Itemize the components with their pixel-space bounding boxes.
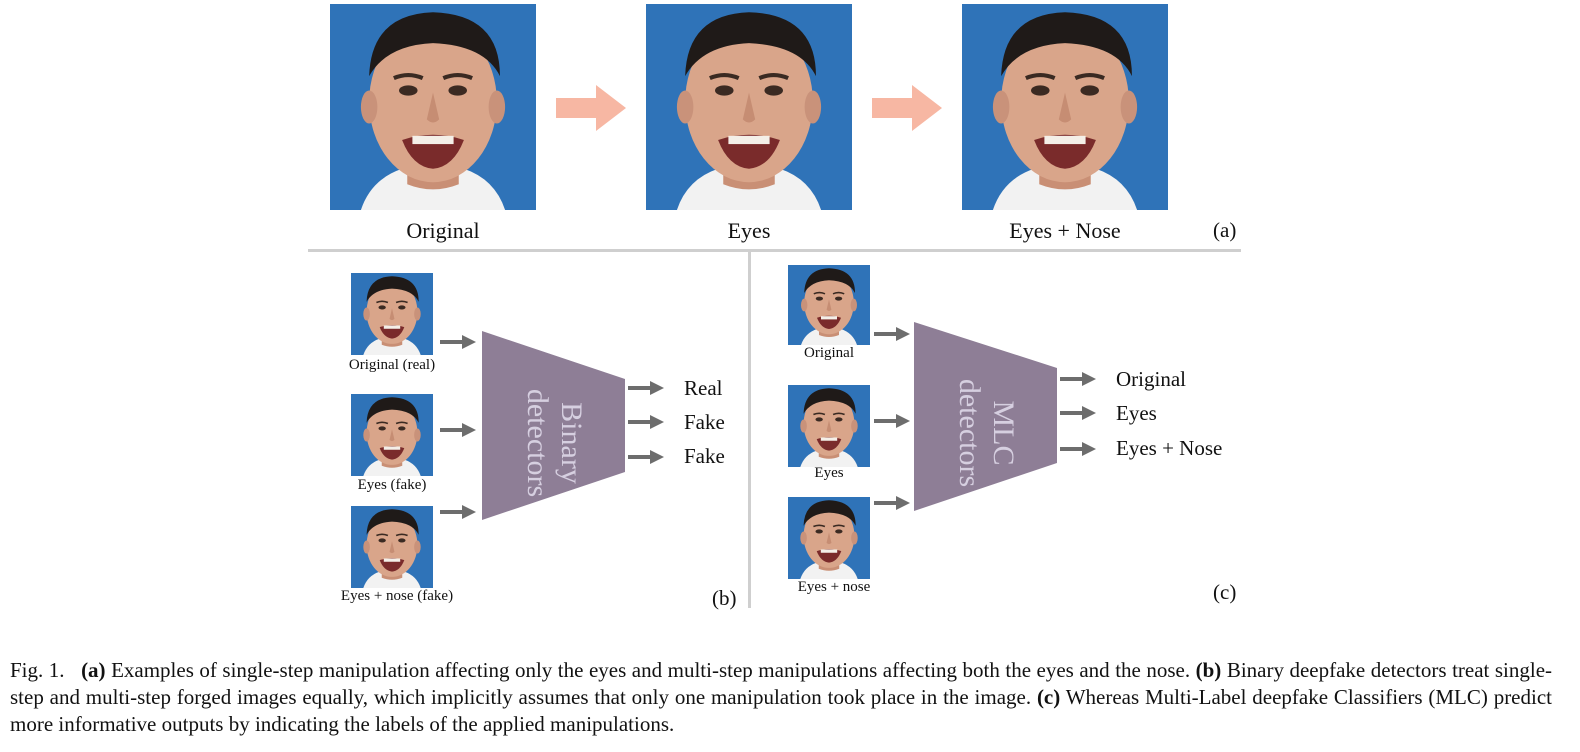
output-arrow-b-2: [628, 415, 664, 429]
binary-detector-shape: [482, 331, 625, 520]
face-image-eyes-nose: [962, 4, 1168, 210]
face-image-eyes: [646, 4, 852, 210]
input-arrow-c-3: [874, 496, 910, 510]
input-label-original: Original: [804, 345, 854, 361]
pink-arrow-2: [872, 85, 942, 131]
label-eyes: Eyes: [727, 218, 771, 243]
label-original: Original: [406, 218, 480, 243]
mlc-detector-shape: [914, 322, 1057, 511]
binary-detector-label: Binary detectors: [518, 373, 588, 513]
figure-caption: Fig. 1. (a) Examples of single-step mani…: [10, 657, 1552, 738]
input-label-eyes-nose: Eyes + nose: [797, 579, 871, 595]
input-label-original-real: Original (real): [348, 357, 436, 373]
input-label-eyes-fake: Eyes (fake): [357, 477, 427, 493]
input-arrow-b-2: [440, 423, 476, 437]
input-face-eyes-nose: [788, 497, 870, 579]
input-arrow-b-3: [440, 505, 476, 519]
output-arrow-c-3: [1060, 442, 1096, 456]
mlc-detector-label: MLC detectors: [950, 363, 1020, 503]
input-label-eyes-nose-fake: Eyes + nose (fake): [340, 588, 454, 604]
output-arrow-c-1: [1060, 372, 1096, 386]
input-arrow-c-1: [874, 327, 910, 341]
caption-a-text: Examples of single-step manipulation aff…: [111, 658, 1191, 682]
caption-c-text: Whereas Multi-Label deepfake Classifiers…: [10, 685, 1552, 736]
horizontal-separator: [308, 249, 1241, 252]
pink-arrow-1: [556, 85, 626, 131]
mlc-detector-text: MLC detectors: [953, 378, 1020, 488]
caption-b-tag: (b): [1195, 658, 1222, 682]
output-arrow-b-3: [628, 450, 664, 464]
caption-prefix: Fig. 1.: [10, 658, 65, 682]
label-eyes-nose: Eyes + Nose: [1009, 218, 1121, 243]
input-face-eyes: [788, 385, 870, 467]
input-face-eyes-nose-fake: [351, 506, 433, 588]
output-label-fake-1: Fake: [684, 410, 725, 434]
output-label-fake-2: Fake: [684, 444, 725, 468]
input-face-original: [788, 265, 870, 345]
output-arrow-b-1: [628, 381, 664, 395]
input-face-eyes-fake: [351, 394, 433, 476]
output-label-eyes-nose: Eyes + Nose: [1116, 436, 1223, 460]
output-label-real: Real: [684, 376, 723, 400]
input-label-eyes: Eyes: [814, 465, 844, 481]
caption-b-text: Binary deepfake detectors treat single-s…: [10, 658, 1553, 709]
input-face-original-real: [351, 273, 433, 355]
input-arrow-c-2: [874, 414, 910, 428]
face-image-original: [330, 4, 536, 210]
output-label-eyes: Eyes: [1116, 401, 1157, 425]
binary-detector-text: Binary detectors: [521, 388, 588, 498]
input-arrow-b-1: [440, 335, 476, 349]
output-label-original: Original: [1116, 367, 1186, 391]
caption-a-tag: (a): [81, 658, 106, 682]
output-arrow-c-2: [1060, 406, 1096, 420]
panel-b-tag: (b): [712, 586, 737, 610]
caption-c-tag: (c): [1036, 685, 1061, 709]
panel-c-tag: (c): [1213, 580, 1237, 604]
panel-a-tag: (a): [1213, 218, 1237, 242]
vertical-separator: [748, 252, 751, 608]
